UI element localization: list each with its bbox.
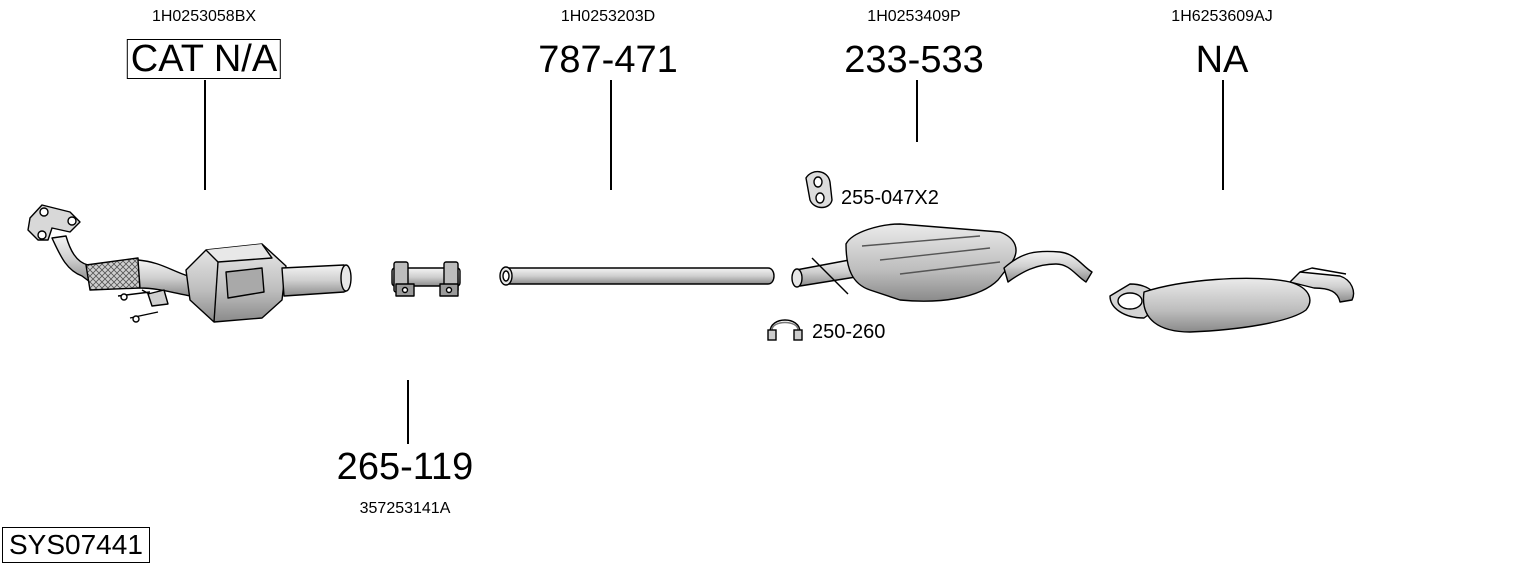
part-number-connector[interactable]: 265-119 (336, 446, 474, 488)
leader-line-rear-silencer (1222, 80, 1224, 190)
oem-number-connector: 357253141A (359, 500, 451, 517)
part-number-middle-silencer[interactable]: 233-533 (844, 39, 984, 81)
middle-silencer[interactable] (791, 223, 1093, 302)
catalytic-converter[interactable] (27, 204, 352, 323)
oem-number-catalyst: 1H0253058BX (151, 8, 257, 25)
part-number-rear-silencer[interactable]: NA (1195, 39, 1249, 81)
leader-line-catalyst (204, 80, 206, 190)
exhaust-clamp-icon[interactable] (767, 319, 803, 341)
leader-line-front-pipe (610, 80, 612, 190)
front-pipe[interactable] (499, 266, 775, 286)
part-number-front-pipe[interactable]: 787-471 (538, 39, 678, 81)
leader-line-connector (407, 380, 409, 444)
oem-number-rear-silencer: 1H6253609AJ (1171, 8, 1273, 25)
accessory-label-clamp[interactable]: 250-260 (812, 321, 886, 343)
part-number-catalyst[interactable]: CAT N/A (126, 39, 282, 79)
rear-silencer[interactable] (1109, 267, 1355, 333)
oem-number-front-pipe: 1H0253203D (560, 8, 656, 25)
rubber-hanger-icon[interactable] (805, 171, 833, 209)
oem-number-middle-silencer: 1H0253409P (867, 8, 961, 25)
pipe-connector[interactable] (391, 261, 461, 297)
accessory-label-hanger[interactable]: 255-047X2 (841, 187, 939, 209)
leader-line-middle-silencer (916, 80, 918, 142)
system-code: SYS07441 (2, 527, 150, 563)
